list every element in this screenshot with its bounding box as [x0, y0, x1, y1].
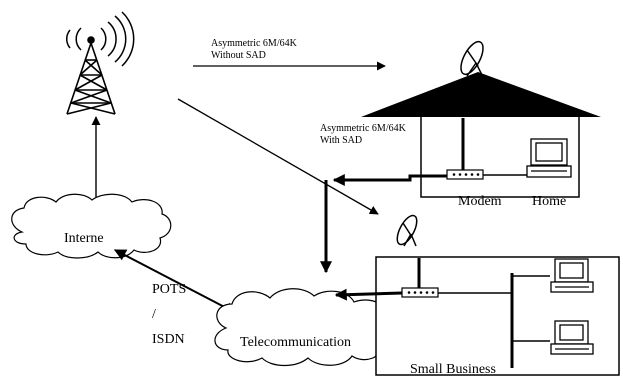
business-uplink-cable: [334, 288, 403, 301]
internet-cloud: [11, 193, 172, 259]
small-business-label: Small Business: [410, 362, 496, 377]
radio-waves-icon: [66, 11, 135, 67]
business-computer-2-icon: [550, 320, 594, 355]
business-computer-1-icon: [550, 258, 594, 293]
link-without-sad-label-2: Without SAD: [211, 50, 266, 61]
isdn-label: ISDN: [152, 332, 185, 347]
home-computer-icon: [526, 138, 572, 178]
business-satellite-dish-icon: [396, 214, 418, 247]
link-without-sad-label-1: Asymmetric 6M/64K: [211, 38, 298, 49]
telecom-cloud: [214, 288, 395, 367]
business-modem-icon: [401, 287, 439, 298]
link-with-sad-arrow: [177, 98, 379, 215]
pots-isdn-link-arrow: [113, 249, 238, 314]
link-with-sad-label-1: Asymmetric 6M/64K: [320, 123, 407, 134]
home-walls: [420, 117, 580, 198]
pots-slash-label: /: [152, 307, 156, 322]
home-roof: [361, 72, 601, 117]
link-with-sad-label-2: With SAD: [320, 135, 362, 146]
pots-label: POTS: [152, 282, 186, 297]
home-satellite-dish-icon: [460, 40, 484, 77]
home-modem-label: Modem: [458, 194, 502, 209]
telecom-cloud-label: Telecommunication: [240, 335, 351, 350]
home-uplink-cable: [332, 174, 447, 186]
internet-cloud-label: Interne: [64, 231, 104, 246]
business-lan-cabling: [438, 273, 550, 368]
radio-tower-icon: [66, 36, 116, 115]
home-label: Home: [532, 194, 566, 209]
home-modem-icon: [446, 169, 484, 180]
